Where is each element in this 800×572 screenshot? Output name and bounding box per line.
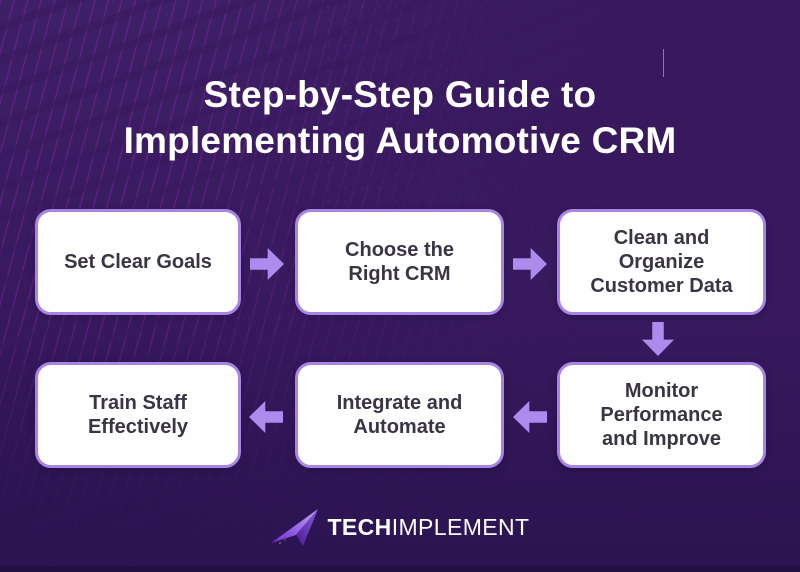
step-label: Set Clear Goals [64, 251, 212, 273]
step-label: Clean and Organize Customer Data [590, 227, 733, 297]
step-label: Integrate and Automate [336, 392, 463, 438]
bottom-edge-strip [0, 566, 800, 572]
brand-logo: TECHIMPLEMENT [0, 504, 800, 550]
title-line-1: Step-by-Step Guide to [203, 74, 597, 115]
step-box-clean-and-organize-customer-data: Clean and Organize Customer Data [557, 209, 766, 315]
title-line-2: Implementing Automotive CRM [123, 120, 677, 161]
step-box-integrate-and-automate: Integrate and Automate [295, 362, 504, 468]
step-label: Train Staff Effectively [87, 392, 189, 438]
step-box-monitor-performance-and-improve: Monitor Performance and Improve [557, 362, 766, 468]
step-label: Monitor Performance and Improve [600, 380, 723, 450]
paper-plane-icon [271, 509, 319, 546]
step-box-set-clear-goals: Set Clear Goals [35, 209, 241, 315]
brand-text-light: IMPLEMENT [391, 513, 530, 540]
accent-line [663, 49, 664, 77]
step-box-choose-the-right-crm: Choose the Right CRM [295, 209, 504, 315]
page-title: Step-by-Step Guide to Implementing Autom… [0, 72, 800, 164]
brand-text-bold: TECH [327, 513, 392, 540]
step-box-train-staff-effectively: Train Staff Effectively [35, 362, 241, 468]
step-label: Choose the Right CRM [345, 239, 454, 285]
brand-wordmark: TECHIMPLEMENT [327, 514, 529, 541]
